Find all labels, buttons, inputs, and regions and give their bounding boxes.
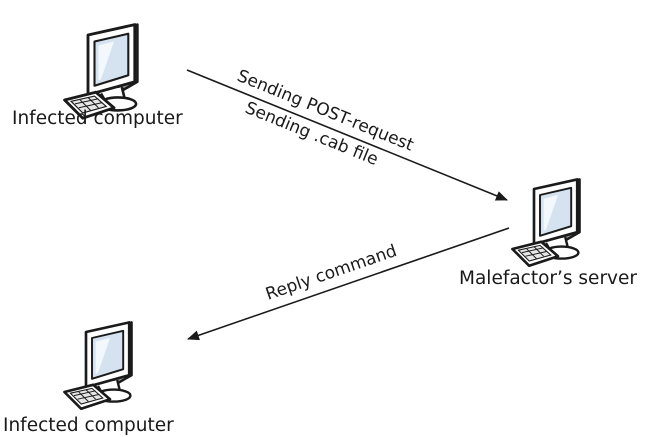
infected-computer-top-label: Infected computer [12, 108, 183, 129]
computer-icon [63, 23, 139, 120]
infected-computer-bottom: Infected computer [3, 321, 174, 436]
reply-arrow [187, 227, 510, 341]
malefactor-server: Malefactor’s server [459, 178, 637, 289]
computer-icon [63, 321, 133, 411]
computer-icon [511, 178, 581, 268]
infected-computer-top: Infected computer [12, 23, 183, 129]
outgoing-arrow [186, 69, 508, 201]
malefactor-server-label: Malefactor’s server [459, 268, 637, 289]
infected-computer-bottom-label: Infected computer [3, 415, 174, 436]
